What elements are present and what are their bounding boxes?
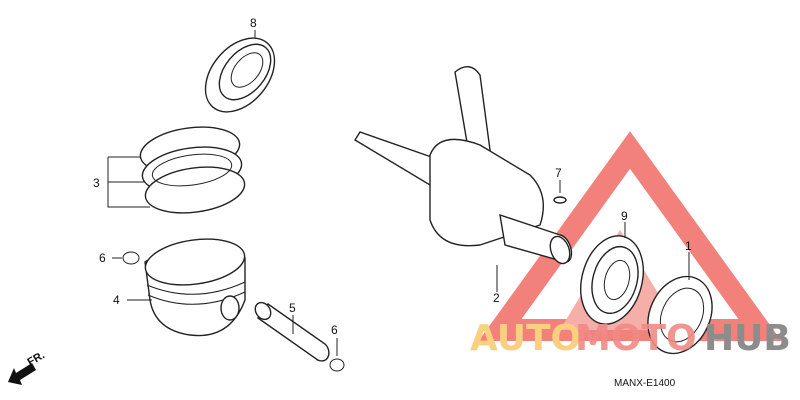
callout-8: 8	[250, 16, 257, 30]
callout-5: 5	[289, 301, 296, 315]
callout-1: 1	[685, 239, 692, 253]
front-arrow-icon	[8, 363, 36, 385]
bearing-top	[204, 30, 276, 113]
clip-right	[329, 358, 345, 372]
callout-6b: 6	[331, 323, 338, 337]
callout-4: 4	[113, 293, 120, 307]
front-marker: FR.	[26, 349, 47, 368]
watermark-hub: HUB	[704, 318, 791, 359]
callout-3: 3	[93, 176, 100, 190]
callout-9: 9	[621, 209, 628, 223]
callout-2: 2	[493, 291, 500, 305]
key	[553, 196, 567, 204]
piston-pin	[254, 301, 330, 362]
callout-7: 7	[555, 166, 562, 180]
oil-seal	[647, 252, 713, 355]
watermark-auto: AUTO	[470, 318, 581, 359]
piston-rings	[107, 126, 246, 214]
crankshaft	[354, 66, 573, 292]
watermark-moto: MOTO	[575, 318, 697, 359]
bearing-right	[580, 222, 644, 325]
diagram-code: MANX-E1400	[614, 378, 676, 389]
piston	[127, 238, 246, 337]
callout-6: 6	[99, 251, 106, 265]
clip-left	[122, 251, 140, 265]
